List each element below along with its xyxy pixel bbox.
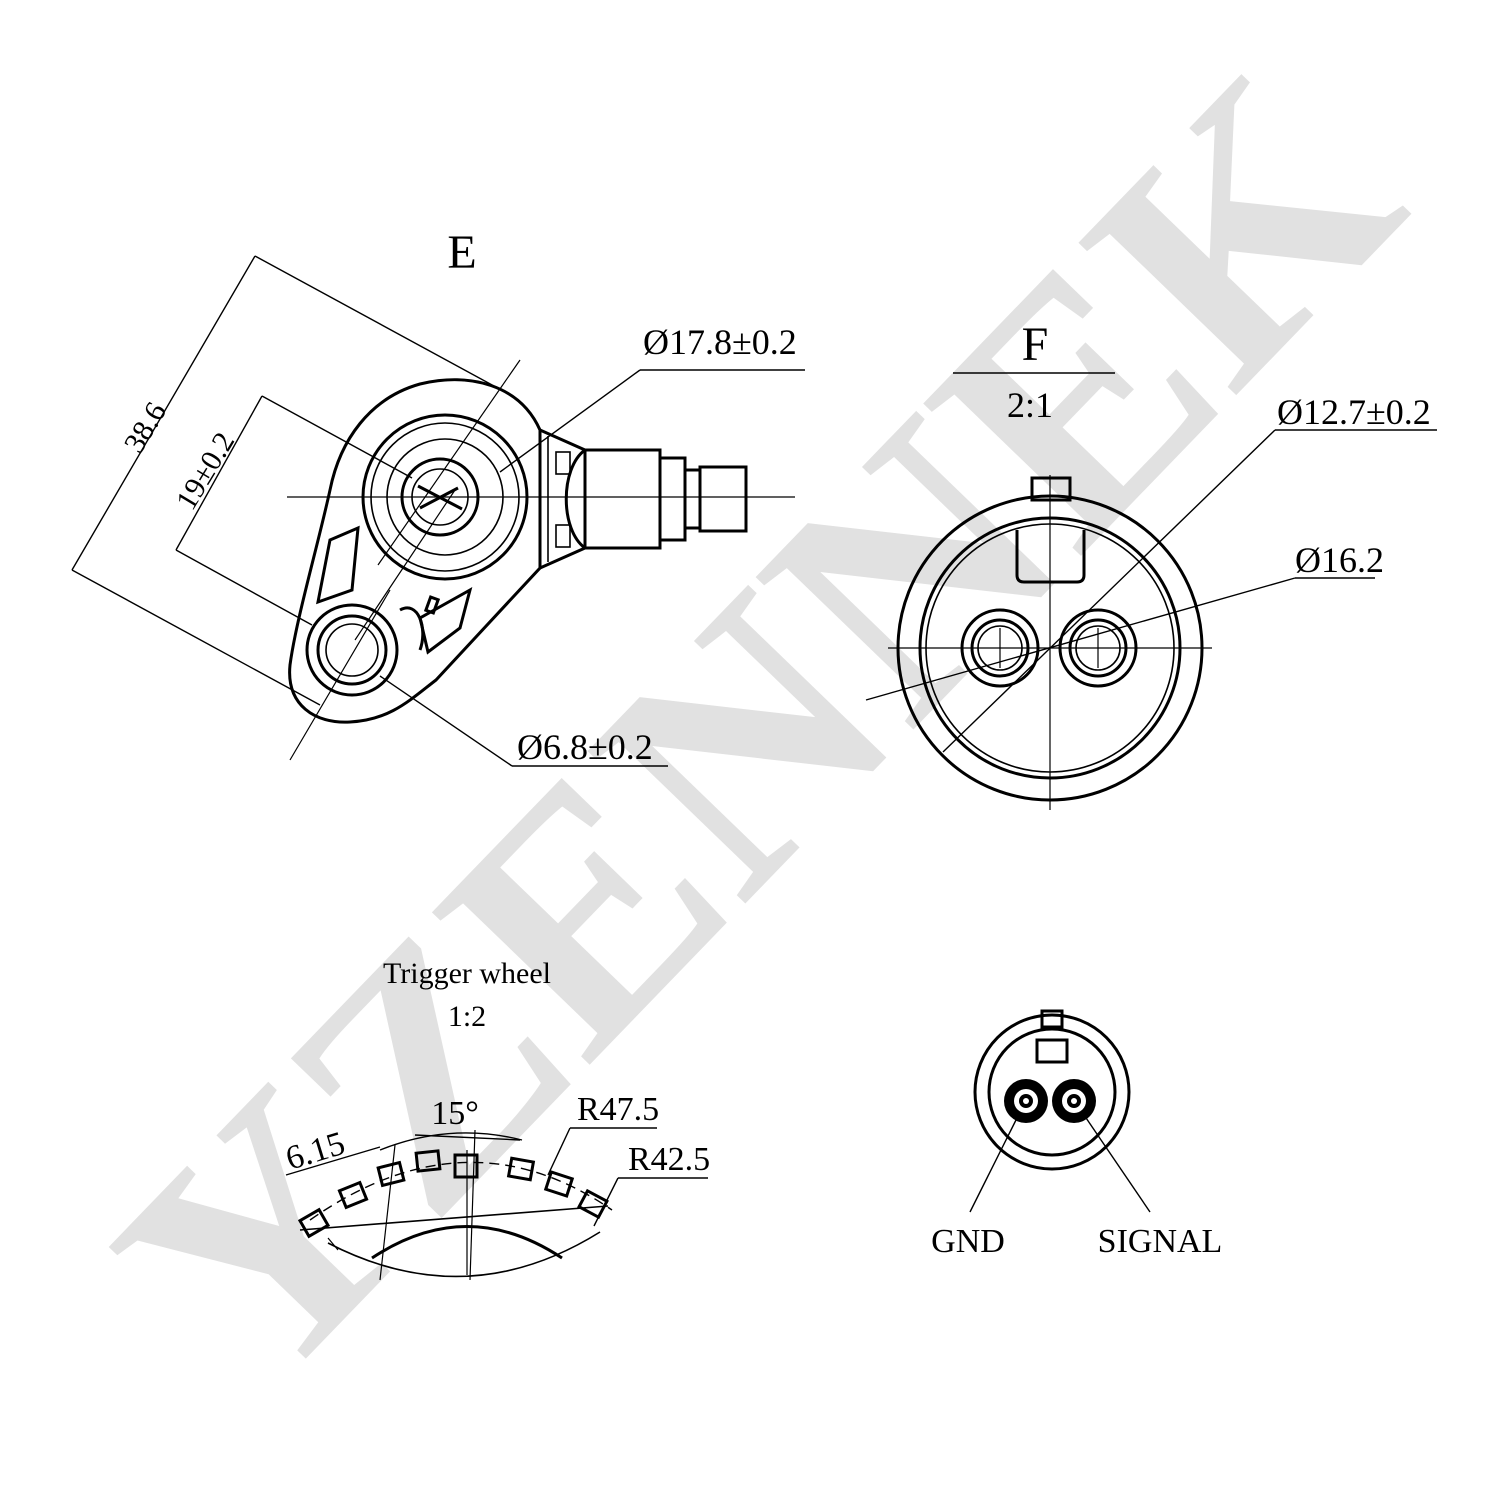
watermark-logo: YZENNEK bbox=[48, 4, 1466, 1454]
watermark-text: YZENNEK bbox=[48, 4, 1466, 1454]
dim-outer-radius: R47.5 bbox=[547, 1091, 659, 1176]
view-f-title: F bbox=[1022, 318, 1049, 371]
dim-hole-spacing: 19±0.2 bbox=[170, 395, 413, 626]
sensor-body-outline bbox=[288, 378, 542, 724]
dim-tooth-angle: 15° bbox=[414, 1095, 521, 1141]
dim-outer-diameter: Ø16.2 bbox=[865, 540, 1384, 701]
cable-end bbox=[698, 465, 748, 533]
dim-overall-length-label: 38.6 bbox=[118, 397, 173, 459]
dim-sensor-diameter: Ø17.8±0.2 bbox=[499, 322, 805, 473]
dim-mount-hole-diameter-label: Ø6.8±0.2 bbox=[517, 727, 653, 767]
dim-inner-diameter: Ø12.7±0.2 bbox=[942, 392, 1437, 753]
wheel-teeth bbox=[297, 1149, 609, 1239]
view-f: F 2:1 bbox=[865, 318, 1437, 810]
view-f-scale: 2:1 bbox=[1007, 385, 1053, 425]
dim-sensor-diameter-label: Ø17.8±0.2 bbox=[643, 322, 797, 362]
view-e: E bbox=[71, 226, 805, 767]
wheel-body-arc bbox=[327, 1231, 601, 1278]
pinout-pin-gnd bbox=[1004, 1079, 1048, 1123]
pinout-pin-signal bbox=[1052, 1079, 1096, 1123]
dim-inner-radius: R42.5 bbox=[593, 1141, 710, 1227]
trigger-wheel-view: Trigger wheel 1:2 6.15 bbox=[282, 957, 710, 1281]
rib-right bbox=[418, 586, 473, 655]
pinout-signal-leader bbox=[1081, 1111, 1151, 1213]
rib-mark bbox=[423, 595, 441, 615]
view-e-centerlines bbox=[287, 359, 795, 761]
mount-hole bbox=[305, 603, 425, 697]
pinout-key-slot bbox=[1035, 1038, 1069, 1064]
view-e-title: E bbox=[447, 226, 476, 279]
connector-housing bbox=[564, 448, 662, 550]
dim-inner-radius-label: R42.5 bbox=[628, 1141, 710, 1178]
dim-inner-diameter-label: Ø12.7±0.2 bbox=[1277, 392, 1431, 432]
pinout-outer-ring bbox=[973, 1013, 1131, 1171]
dim-hole-spacing-label: 19±0.2 bbox=[170, 427, 242, 516]
pinout-inner-ring bbox=[987, 1027, 1117, 1157]
cable-boot bbox=[660, 456, 702, 542]
pinout-gnd-label: GND bbox=[931, 1223, 1005, 1260]
flange-tab-bottom bbox=[555, 524, 571, 548]
dim-mount-hole-diameter: Ø6.8±0.2 bbox=[379, 675, 668, 767]
trigger-wheel-scale: 1:2 bbox=[448, 1000, 486, 1033]
dim-tooth-angle-label: 15° bbox=[431, 1095, 479, 1132]
pinout-view: GND SIGNAL bbox=[931, 1009, 1223, 1260]
flange-tab-top bbox=[555, 451, 571, 475]
sensor-flange bbox=[539, 428, 587, 570]
pinout-signal-label: SIGNAL bbox=[1098, 1223, 1223, 1260]
wheel-centerlines bbox=[327, 1129, 476, 1281]
dim-outer-radius-label: R47.5 bbox=[577, 1091, 659, 1128]
trigger-wheel-title: Trigger wheel bbox=[383, 957, 551, 990]
pinout-gnd-leader bbox=[969, 1111, 1021, 1213]
dim-overall-length: 38.6 bbox=[71, 255, 506, 706]
wheel-pitch-arc bbox=[309, 1161, 613, 1221]
dim-outer-diameter-label: Ø16.2 bbox=[1295, 540, 1384, 580]
rib-left bbox=[316, 525, 360, 605]
wheel-dim-arc bbox=[379, 1132, 523, 1151]
pinout-key bbox=[1040, 1009, 1064, 1029]
